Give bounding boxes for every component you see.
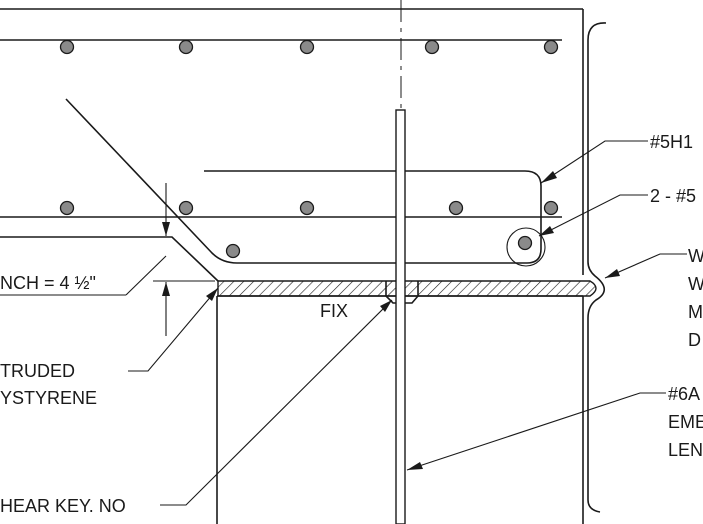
dowel-bar bbox=[395, 109, 406, 524]
bottom-rebar-layer bbox=[0, 200, 562, 267]
label-polystyrene-2: YSTYRENE bbox=[0, 388, 97, 408]
label-dowel-1: #6A bbox=[668, 384, 700, 404]
label-haunch-dimension: NCH = 4 ½" bbox=[0, 273, 96, 293]
leader-dowel bbox=[406, 392, 666, 471]
slab-outline bbox=[0, 8, 584, 275]
label-two-bars: 2 - #5 bbox=[650, 186, 696, 206]
label-right-note-2: W bbox=[688, 274, 703, 294]
h1-hook-bar bbox=[65, 98, 542, 264]
leader-h1 bbox=[540, 140, 648, 184]
leader-polystyrene bbox=[128, 287, 219, 372]
leader-right-note bbox=[604, 253, 687, 279]
label-h1-bar: #5H1 bbox=[650, 132, 693, 152]
leader-shear-key bbox=[160, 299, 393, 506]
label-dowel-3: LEN bbox=[668, 440, 703, 460]
label-polystyrene-1: TRUDED bbox=[0, 361, 75, 381]
polystyrene-strip bbox=[217, 280, 597, 297]
label-right-note-1: W bbox=[688, 246, 703, 266]
label-fix: FIX bbox=[320, 301, 348, 321]
label-right-note-4: D bbox=[688, 330, 701, 350]
leader-two-bars bbox=[538, 194, 648, 237]
label-shear-key: HEAR KEY. NO bbox=[0, 496, 126, 516]
label-right-note-3: M bbox=[688, 302, 703, 322]
label-dowel-2: EME bbox=[668, 412, 703, 432]
top-rebar-layer bbox=[0, 39, 562, 55]
formwork-bracket bbox=[587, 22, 607, 513]
haunch-dimension bbox=[0, 183, 215, 336]
haunch-line bbox=[0, 236, 219, 282]
